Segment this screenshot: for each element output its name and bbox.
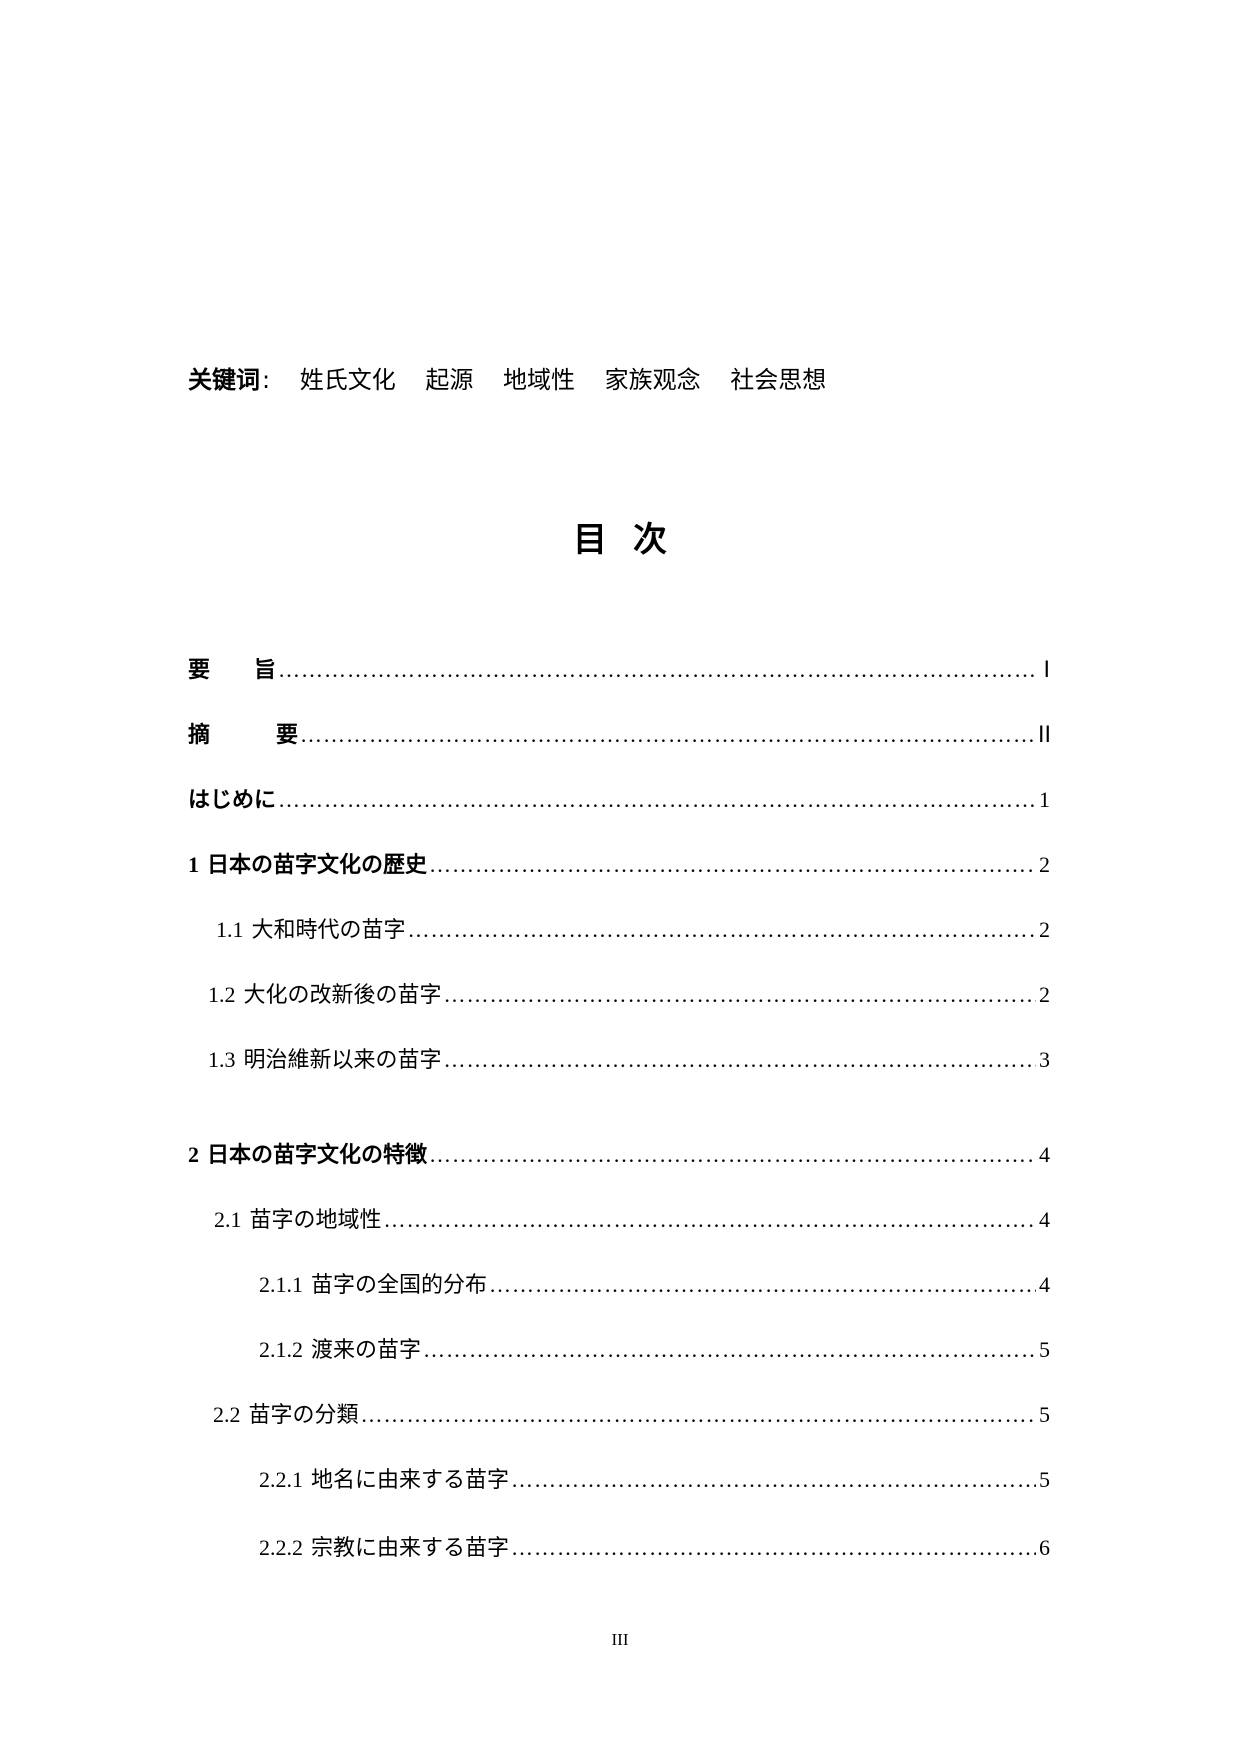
toc-page-number: 5 xyxy=(1039,1337,1050,1362)
toc-page-number: 2 xyxy=(1039,982,1050,1007)
toc-leader-dots xyxy=(423,1330,1036,1370)
toc-entry-number: 2.2.1 xyxy=(259,1467,303,1492)
toc-page-number: 1 xyxy=(1039,787,1050,812)
toc-entry-chapter-1[interactable]: 1 日本の苗字文化の歴史 2 xyxy=(188,845,1050,886)
toc-entry-number: 1.1 xyxy=(216,917,244,942)
toc-entry-section-2-2-2[interactable]: 2.2.2 宗教に由来する苗字 6 xyxy=(259,1528,1050,1569)
toc-entry-number: 1.3 xyxy=(208,1047,236,1072)
toc-leader-dots xyxy=(300,715,1036,755)
toc-entry-number: 1.2 xyxy=(208,982,236,1007)
toc-page-number: II xyxy=(1038,723,1051,748)
toc-title: 目次 xyxy=(573,520,693,560)
toc-entry-text: 地名に由来する苗字 xyxy=(311,1468,510,1493)
toc-entry-number: 2.2 xyxy=(213,1402,241,1427)
toc-leader-dots xyxy=(408,910,1036,950)
toc-entry-number: 2 xyxy=(188,1142,199,1167)
toc-entry-text: 苗字の地域性 xyxy=(249,1208,382,1233)
page-number-footer: III xyxy=(611,1630,629,1649)
toc-leader-dots xyxy=(429,1135,1036,1175)
toc-entry-section-1-1[interactable]: 1.1 大和時代の苗字 2 xyxy=(216,910,1050,951)
toc-entry-section-2-2-1[interactable]: 2.2.1 地名に由来する苗字 5 xyxy=(259,1460,1050,1501)
toc-leader-dots xyxy=(511,1460,1036,1500)
toc-entry-text: 苗字の分類 xyxy=(248,1403,359,1428)
keyword-item: 起源 xyxy=(425,366,474,394)
toc-page-number: I xyxy=(1043,658,1051,683)
toc-entry-section-2-1-2[interactable]: 2.1.2 渡来の苗字 5 xyxy=(259,1330,1050,1371)
toc-entry-number: 2.2.2 xyxy=(259,1535,303,1560)
toc-entry-number: 2.1.1 xyxy=(259,1272,303,1297)
toc-leader-dots xyxy=(444,1040,1036,1080)
toc-entry-abstract-cn[interactable]: 摘 要 II xyxy=(188,715,1051,756)
toc-entry-section-2-1-1[interactable]: 2.1.1 苗字の全国的分布 4 xyxy=(259,1265,1050,1306)
keyword-item: 家族观念 xyxy=(604,366,701,394)
toc-entry-text: 苗字の全国的分布 xyxy=(311,1273,488,1298)
toc-entry-text: 日本の苗字文化の特徴 xyxy=(207,1143,428,1168)
toc-page-number: 5 xyxy=(1039,1467,1050,1492)
toc-page-number: 6 xyxy=(1039,1535,1050,1560)
keywords-line: 关键词: 姓氏文化 起源 地域性 家族观念 社会思想 xyxy=(188,362,826,398)
toc-entry-text: 日本の苗字文化の歴史 xyxy=(207,853,428,878)
keyword-item: 社会思想 xyxy=(730,366,827,394)
keywords-colon: : xyxy=(262,366,271,394)
keywords-label: 关键词 xyxy=(188,366,260,394)
toc-entry-section-1-3[interactable]: 1.3 明治維新以来の苗字 3 xyxy=(208,1040,1050,1081)
toc-entry-text: 要 旨 xyxy=(188,658,277,683)
toc-entry-abstract-jp[interactable]: 要 旨 I xyxy=(188,650,1050,691)
toc-page-number: 4 xyxy=(1039,1207,1050,1232)
toc-entry-text: 大化の改新後の苗字 xyxy=(243,983,442,1008)
toc-page-number: 4 xyxy=(1039,1142,1050,1167)
toc-entry-number: 2.1.2 xyxy=(259,1337,303,1362)
toc-entry-introduction[interactable]: はじめに 1 xyxy=(188,780,1050,821)
toc-entry-number: 1 xyxy=(188,852,199,877)
toc-entry-section-2-2[interactable]: 2.2 苗字の分類 5 xyxy=(213,1395,1050,1436)
toc-leader-dots xyxy=(278,650,1036,690)
toc-entry-text: 明治維新以来の苗字 xyxy=(243,1048,442,1073)
keyword-item: 地域性 xyxy=(503,366,576,394)
toc-entry-text: はじめに xyxy=(188,788,277,813)
toc-entry-section-2-1[interactable]: 2.1 苗字の地域性 4 xyxy=(214,1200,1050,1241)
toc-page-number: 5 xyxy=(1039,1402,1050,1427)
toc-page-number: 2 xyxy=(1039,852,1050,877)
toc-leader-dots xyxy=(361,1395,1036,1435)
toc-page-number: 3 xyxy=(1039,1047,1050,1072)
toc-entry-number: 2.1 xyxy=(214,1207,242,1232)
toc-page-number: 4 xyxy=(1039,1272,1050,1297)
toc-entry-text: 摘 要 xyxy=(188,723,299,748)
toc-entry-section-1-2[interactable]: 1.2 大化の改新後の苗字 2 xyxy=(208,975,1050,1016)
toc-leader-dots xyxy=(384,1200,1036,1240)
toc-leader-dots xyxy=(489,1265,1036,1305)
toc-page-number: 2 xyxy=(1039,917,1050,942)
toc-leader-dots xyxy=(511,1528,1036,1568)
toc-entry-chapter-2[interactable]: 2 日本の苗字文化の特徴 4 xyxy=(188,1135,1050,1176)
toc-entry-text: 渡来の苗字 xyxy=(311,1338,422,1363)
keyword-item: 姓氏文化 xyxy=(299,366,396,394)
toc-entry-text: 宗教に由来する苗字 xyxy=(311,1536,510,1561)
toc-leader-dots xyxy=(278,780,1036,820)
toc-entry-text: 大和時代の苗字 xyxy=(251,918,406,943)
toc-leader-dots xyxy=(444,975,1036,1015)
toc-leader-dots xyxy=(429,845,1036,885)
